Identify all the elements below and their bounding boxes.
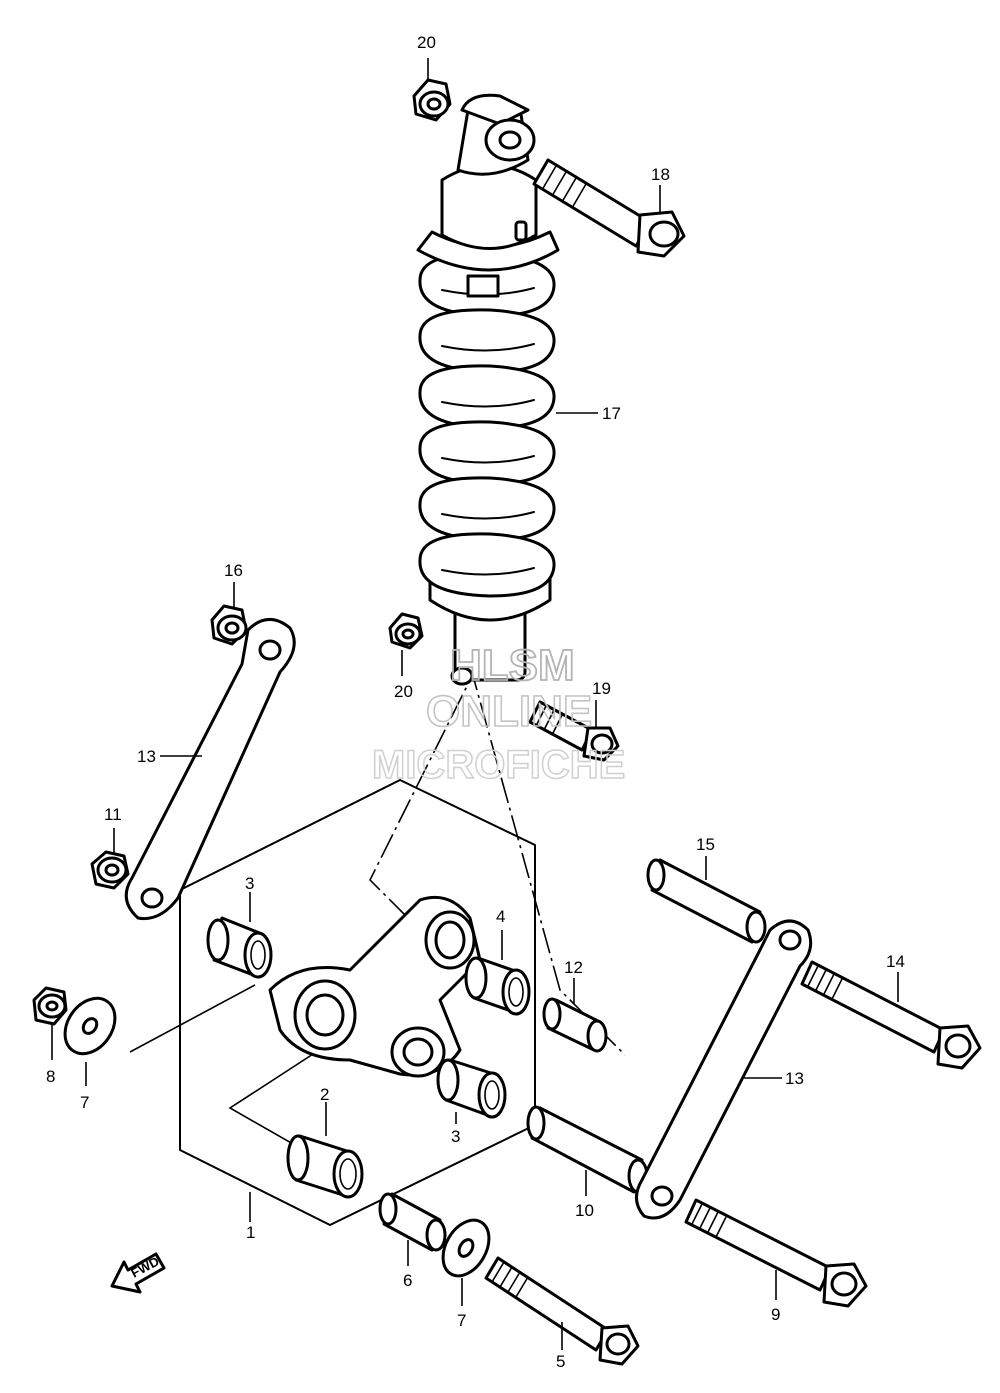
spring-coil-inner [441,567,535,576]
callout-20-top: 20 [417,33,436,52]
callout-1: 1 [246,1223,255,1242]
upper-mount-bolt [532,158,686,258]
watermark-line-3: MICROFICHE [372,743,625,787]
callout-14: 14 [886,952,905,971]
washer-right [441,1218,491,1278]
spacer-long-lower [526,1105,649,1194]
rod-bolt-upper [800,960,982,1070]
callout-2: 2 [320,1085,329,1104]
needle-bearing-lower [436,1058,507,1119]
callout-leaders [51,58,899,1350]
callout-9: 9 [771,1305,780,1324]
callout-7-right: 7 [457,1311,466,1330]
callout-7-left: 7 [80,1093,89,1112]
spacer-short [542,997,608,1053]
spacer-lever [378,1192,447,1252]
spring-coil-inner [441,455,535,464]
callout-16: 16 [224,561,243,580]
callout-11: 11 [104,805,122,824]
callout-5: 5 [556,1352,565,1371]
callout-4: 4 [496,907,505,926]
cushion-rod-right [635,919,813,1220]
callout-18: 18 [651,165,670,184]
watermark-line-1: HLSM [450,641,575,690]
callout-17: 17 [602,404,621,423]
spring-coil [418,420,556,486]
spacer-long-upper [646,858,767,944]
callout-6: 6 [403,1271,412,1290]
callout-8: 8 [46,1067,55,1086]
callout-3-upper: 3 [245,874,254,893]
spring-coil-inner [441,511,535,520]
spring-coil [418,308,556,374]
callout-20-lower: 20 [394,682,413,701]
spring-coil [418,476,556,542]
cushion-lever [268,895,482,1078]
callout-13-left: 13 [137,747,156,766]
callout-19: 19 [592,679,611,698]
lower-nut [388,612,424,650]
cushion-rod-left [124,618,296,921]
callout-10: 10 [575,1201,594,1220]
spring-coil-inner [441,343,535,352]
upper-nut [412,78,452,122]
callout-13-right: 13 [785,1069,804,1088]
spring-coil-inner [441,399,535,408]
lever-bolt [484,1256,640,1366]
link-lower-nut [90,850,130,890]
callout-12: 12 [564,958,583,977]
lever-nut [32,986,68,1026]
needle-bearing-right [464,956,531,1016]
needle-bearing-bottom [286,1134,364,1199]
callout-labels: 20 18 17 16 20 19 13 11 3 4 15 12 14 13 … [46,33,905,1371]
shock-spring-coils [418,252,556,598]
watermark: HLSM ONLINE MICROFICHE [371,640,626,788]
washer-left [63,996,117,1056]
needle-bearing-upper [206,916,273,979]
link-upper-nut [210,604,248,646]
callout-3-lower: 3 [451,1127,460,1146]
watermark-line-2: ONLINE [426,687,592,736]
spring-coil [418,532,556,598]
rear-shock-absorber [416,93,560,686]
forward-direction-arrow: FWD [110,1252,166,1294]
callout-15: 15 [696,835,715,854]
rod-bolt-lower [684,1198,868,1308]
spring-coil [418,364,556,430]
lower-mount-bolt [528,700,620,762]
